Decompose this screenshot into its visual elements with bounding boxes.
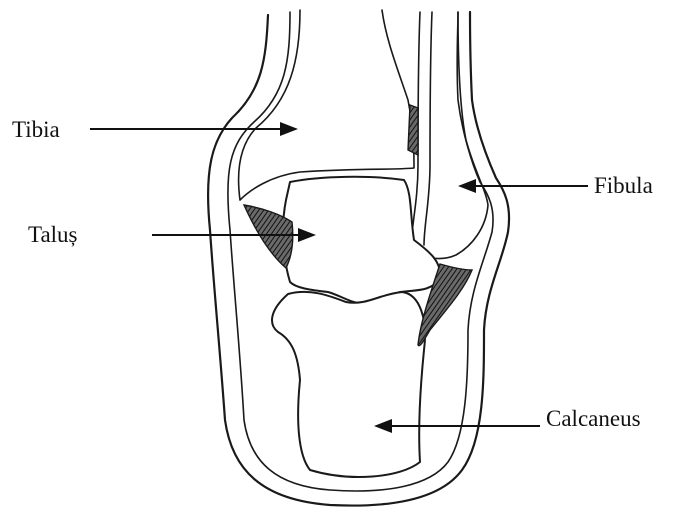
fibula-label: Fibula	[594, 173, 653, 198]
talus-label: Taluș	[28, 222, 78, 247]
calcaneus-label: Calcaneus	[546, 406, 641, 431]
fibula-bone	[412, 12, 488, 259]
fibula-inner-line	[424, 12, 432, 245]
calcaneus-bone	[272, 292, 425, 477]
tibiofibular-ligament	[408, 105, 418, 155]
fibula-arrow	[458, 179, 588, 193]
tibia-bone	[239, 10, 414, 200]
tibia-label: Tibia	[12, 117, 60, 142]
tibia-arrow	[90, 122, 298, 136]
